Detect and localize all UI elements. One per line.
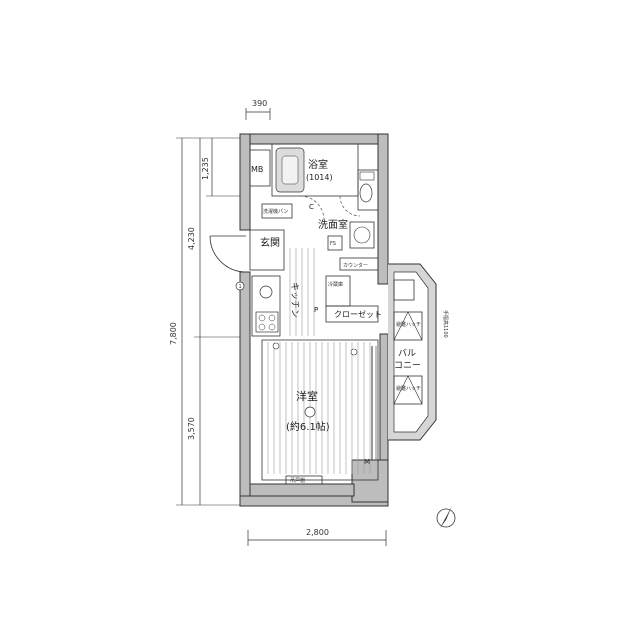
closet-label: クローゼット bbox=[334, 309, 382, 319]
m-mark: M bbox=[364, 458, 370, 466]
bath-size: (1014) bbox=[306, 173, 333, 182]
mb-label: MB bbox=[251, 165, 263, 174]
dim-top-width: 390 bbox=[252, 99, 267, 108]
balcony: 避難ハッチ 避難ハッチ バル コニー 手摺高1100 bbox=[388, 263, 449, 441]
c-mark: C bbox=[309, 203, 314, 211]
fridge-label: 冷蔵庫 bbox=[328, 281, 343, 288]
evac-hatch-1: 避難ハッチ bbox=[396, 321, 421, 328]
fs-mark: FS bbox=[330, 241, 336, 247]
washer-label: 洗濯機パン bbox=[263, 208, 288, 215]
entrance: 玄関 1 bbox=[209, 229, 285, 291]
washroom: 洗面室 洗濯機パン C bbox=[261, 169, 379, 249]
kitchen-label: キッチン bbox=[289, 282, 300, 318]
entrance-label: 玄関 bbox=[260, 236, 280, 249]
toilet-icon bbox=[359, 183, 373, 203]
storage-label: 吊戸棚 bbox=[290, 477, 305, 484]
dim-upper-height: 4,230 bbox=[187, 227, 196, 250]
basin-icon bbox=[353, 226, 371, 244]
balcony-label-1: バル bbox=[398, 348, 416, 359]
dim-top-segment: 1,235 bbox=[201, 157, 210, 180]
stove-icon bbox=[255, 311, 279, 333]
western-room-size: (約6.1帖) bbox=[286, 420, 330, 433]
sink-icon bbox=[259, 285, 273, 299]
western-room-label: 洋室 bbox=[296, 389, 318, 403]
dim-bottom-width: 2,800 bbox=[306, 528, 329, 537]
handrail-note: 手摺高1100 bbox=[442, 310, 449, 338]
north-arrow-icon bbox=[436, 506, 456, 528]
counter-label: カウンター bbox=[343, 262, 368, 269]
dim-total-height: 7,800 bbox=[169, 322, 178, 345]
evac-hatch-2: 避難ハッチ bbox=[396, 385, 421, 392]
dimension-lines: 390 7,800 4,230 3,570 1,235 2,800 bbox=[169, 99, 387, 546]
p-mark: P bbox=[314, 306, 318, 314]
storage-area: FS カウンター 冷蔵庫 クローゼット bbox=[325, 235, 382, 323]
balcony-label-2: コニー bbox=[394, 361, 421, 371]
bath-label: 浴室 bbox=[308, 158, 328, 171]
western-room: 洋室 (約6.1帖) 吊戸棚 M bbox=[261, 339, 379, 485]
circle-1-mark: 1 bbox=[239, 284, 242, 290]
washroom-label: 洗面室 bbox=[318, 218, 348, 231]
bathroom: 浴室 (1014) MB bbox=[249, 143, 359, 197]
dim-lower-height: 3,570 bbox=[187, 417, 196, 440]
kitchen: キッチン P bbox=[251, 248, 318, 337]
